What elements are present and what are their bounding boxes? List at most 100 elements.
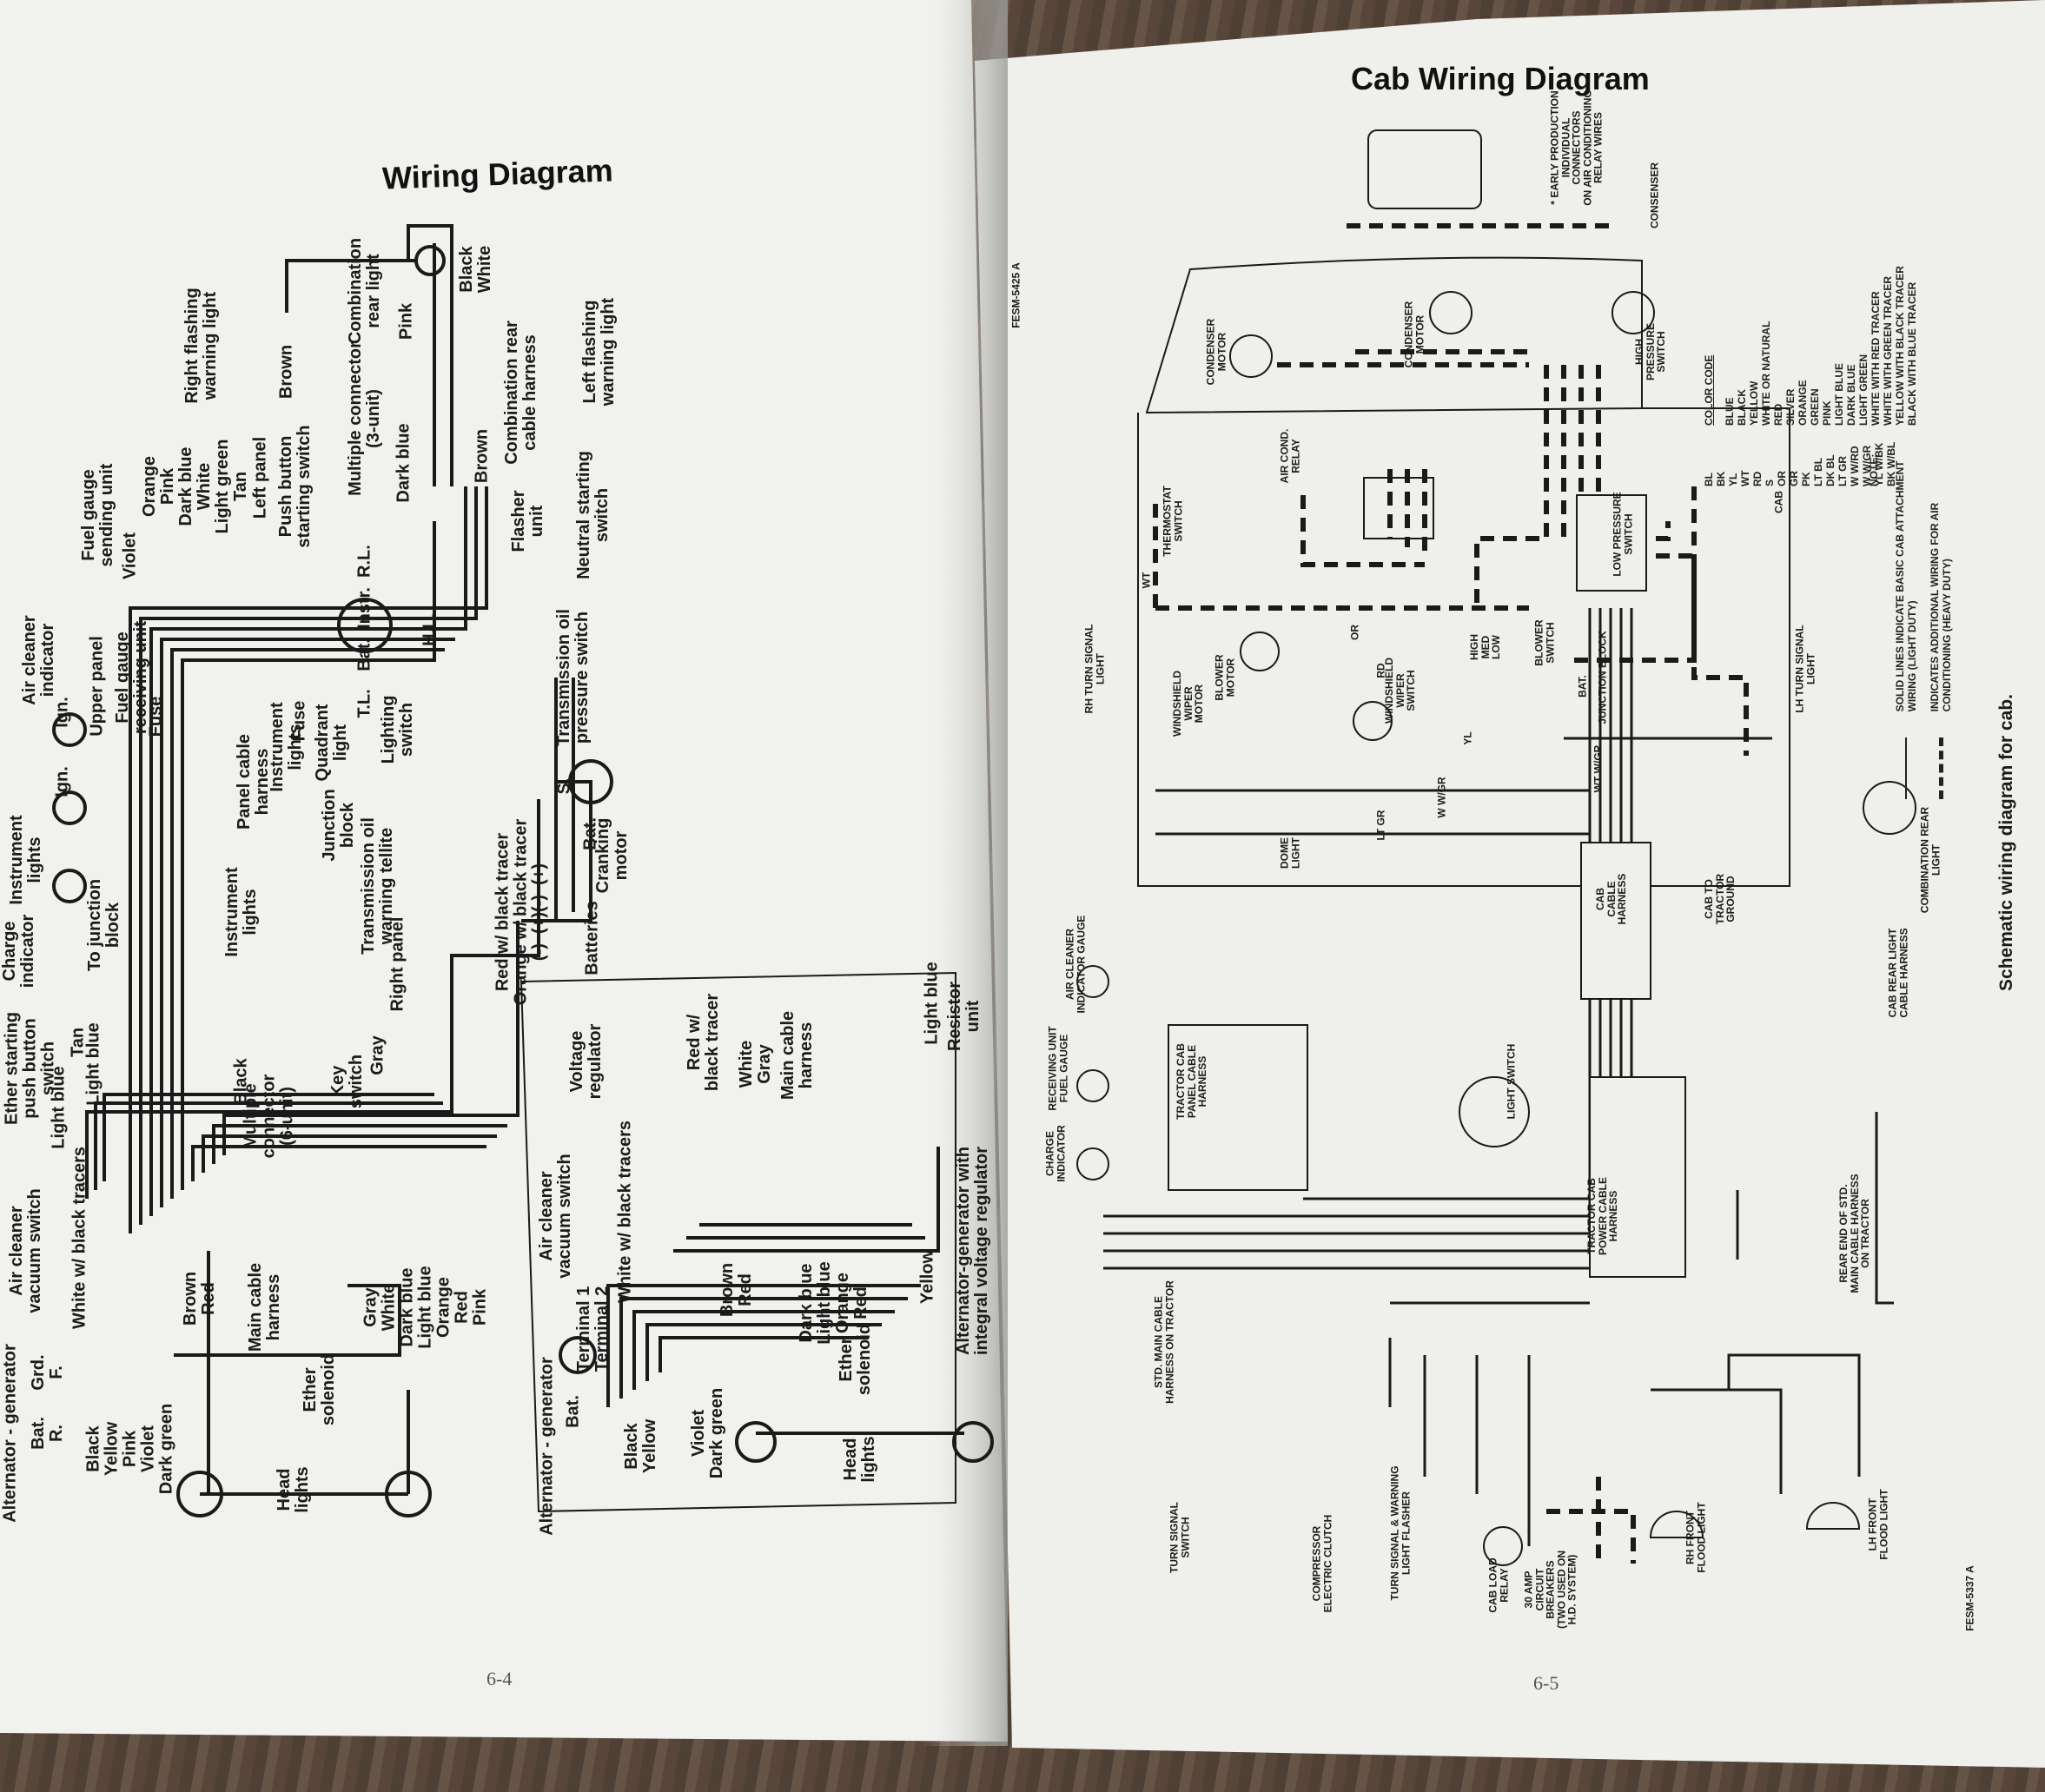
diagram-label: Red w/ black tracer Orange w/ black trac… bbox=[493, 818, 549, 1006]
diagram-label: LIGHT SWITCH bbox=[1505, 1043, 1518, 1120]
diagram-label: White w/ black tracers bbox=[69, 1146, 89, 1330]
diagram-label: Fuel gauge sending unit bbox=[79, 463, 116, 567]
diagram-label: Main cable harness bbox=[246, 1262, 283, 1352]
diagram-label: Black bbox=[231, 1058, 251, 1105]
color-code-names: BLUE BLACK YELLOW WHITE OR NATURAL RED S… bbox=[1724, 266, 1918, 426]
diagram-label: CAB CABLE HARNESS bbox=[1594, 873, 1629, 925]
diagram-label: Upper panel bbox=[87, 636, 107, 737]
color-name: WHITE WITH RED TRACER bbox=[1870, 291, 1882, 426]
diagram-label: Push button starting switch bbox=[276, 425, 314, 548]
diagram-label: COMPRESSOR ELECTRIC CLUTCH bbox=[1310, 1514, 1334, 1613]
right-figure-code: FESM-5337 A bbox=[1963, 1565, 1976, 1631]
diagram-label: Quadrant light bbox=[313, 704, 350, 782]
diagram-label: STD. MAIN CABLE HARNESS ON TRACTOR bbox=[1152, 1280, 1175, 1404]
diagram-label: Lighting switch bbox=[379, 695, 416, 764]
diagram-label: AIR COND. RELAY bbox=[1278, 428, 1301, 484]
diagram-label: Transmission oil pressure switch bbox=[554, 609, 592, 746]
diagram-label: Black White bbox=[457, 245, 494, 294]
color-abbr: W W/RD bbox=[1849, 446, 1861, 486]
left-page bbox=[0, 0, 1008, 1742]
color-name: SILVER bbox=[1784, 388, 1797, 426]
solid-line-sample bbox=[1905, 737, 1907, 799]
note-solid-lines: SOLID LINES INDICATE BASIC CAB ATTACHMEN… bbox=[1894, 460, 1918, 712]
diagram-label: Pink bbox=[396, 302, 416, 341]
diagram-label: RH TURN SIGNAL LIGHT bbox=[1082, 624, 1106, 714]
right-page-number: 6-5 bbox=[1533, 1672, 1559, 1694]
diagram-label: W W/GR bbox=[1435, 777, 1448, 818]
right-page bbox=[975, 0, 2045, 1768]
color-name: BLACK bbox=[1736, 389, 1748, 426]
color-name: RED bbox=[1772, 403, 1784, 426]
diagram-label: Alternator - generator bbox=[537, 1357, 557, 1536]
diagram-label: DOME LIGHT bbox=[1278, 837, 1301, 869]
color-name: YELLOW bbox=[1748, 380, 1760, 426]
diagram-label: Alternator-generator with integral volta… bbox=[954, 1146, 991, 1356]
diagram-label: White Gray bbox=[737, 1040, 774, 1088]
diagram-label: Cranking motor bbox=[593, 817, 631, 894]
diagram-label: Instrument lights bbox=[7, 815, 44, 905]
diagram-label: Junction block bbox=[320, 789, 357, 862]
diagram-label: Violet bbox=[120, 532, 140, 580]
diagram-label: Right panel bbox=[387, 916, 407, 1012]
diagram-label: Red w/ black tracer bbox=[685, 993, 722, 1092]
diagram-label: WINDSHIELD WIPER MOTOR bbox=[1171, 671, 1206, 737]
diagram-label: Neutral starting switch bbox=[574, 451, 612, 579]
color-name: BLUE bbox=[1724, 397, 1736, 426]
diagram-label: Air cleaner indicator bbox=[20, 615, 57, 705]
diagram-label: TRACTOR CAB PANEL CABLE HARNESS bbox=[1175, 1043, 1209, 1120]
diagram-label: Main cable harness bbox=[778, 1010, 816, 1101]
cab-outline bbox=[1137, 407, 1790, 887]
diagram-label: S. bbox=[554, 777, 574, 795]
color-name: LIGHT GREEN bbox=[1857, 354, 1870, 426]
diagram-label: Black Yellow Pink Violet Dark green bbox=[83, 1403, 176, 1495]
color-abbr: GR bbox=[1788, 471, 1800, 486]
diagram-label: Instrument lights bbox=[222, 867, 260, 957]
diagram-label: Ign. bbox=[52, 766, 72, 797]
diagram-label: Gray White Dark blue Light blue Orange R… bbox=[361, 1266, 490, 1349]
diagram-label: HIGH PRESSURE SWITCH bbox=[1633, 322, 1668, 381]
diagram-label: Ether solenoid bbox=[301, 1353, 338, 1426]
diagram-label: Bat. R. bbox=[29, 1417, 66, 1450]
color-abbr: BK bbox=[1715, 471, 1727, 486]
diagram-label: Dark blue bbox=[394, 423, 414, 503]
diagram-label: Ether solenoid bbox=[837, 1323, 874, 1396]
diagram-label: Yellow bbox=[917, 1249, 937, 1305]
diagram-label: LH FRONT FLOOD LIGHT bbox=[1866, 1489, 1889, 1560]
diagram-label: Left panel bbox=[250, 436, 270, 519]
note-dashed-lines: INDICATES ADDITIONAL WIRING FOR AIR COND… bbox=[1929, 502, 1953, 712]
color-name: WHITE OR NATURAL bbox=[1760, 321, 1772, 426]
gutter-shadow bbox=[921, 0, 1008, 1746]
color-abbr: LT GR bbox=[1837, 455, 1849, 486]
diagram-label: WT W/GR bbox=[1592, 744, 1605, 793]
diagram-label: Brown Red bbox=[181, 1271, 218, 1326]
diagram-label: Combination rear cable harness bbox=[502, 321, 539, 465]
color-code-legend: COLOR CODE BLUE BLACK YELLOW WHITE OR NA… bbox=[1703, 266, 1918, 426]
diagram-label: Left flashing warning light bbox=[580, 297, 618, 407]
diagram-label: H.L. bbox=[420, 613, 440, 646]
diagram-label: To junction block bbox=[85, 878, 122, 972]
color-abbr: PK bbox=[1800, 472, 1812, 486]
diagram-label: Voltage regulator bbox=[567, 1023, 605, 1100]
left-figure-code: FESM-5425 A bbox=[1009, 262, 1022, 328]
diagram-label: Light blue bbox=[49, 1066, 69, 1149]
diagram-label: Key switch bbox=[328, 1054, 366, 1109]
diagram-label: Violet Dark green bbox=[689, 1387, 726, 1479]
diagram-label: Light blue bbox=[922, 962, 942, 1045]
color-name: LIGHT BLUE bbox=[1833, 363, 1845, 426]
diagram-label: Multiple connector (3-unit) bbox=[346, 341, 383, 496]
diagram-label: Head lights bbox=[841, 1436, 878, 1483]
diagram-label: CONDENSER MOTOR bbox=[1402, 301, 1426, 368]
condenser-outline bbox=[1145, 256, 1643, 414]
diagram-label: Terminal 1 Terminal 2 bbox=[574, 1286, 612, 1372]
diagram-label: RECEIVING UNIT FUEL GAUGE bbox=[1046, 1026, 1069, 1111]
color-name: ORANGE bbox=[1797, 380, 1809, 426]
diagram-label: THERMOSTAT SWITCH bbox=[1161, 486, 1184, 557]
diagram-label: HIGH MED LOW bbox=[1468, 634, 1503, 660]
diagram-label: Air cleaner vacuum switch bbox=[537, 1154, 574, 1279]
diagram-label: WT bbox=[1140, 572, 1153, 589]
diagram-label: Air cleaner vacuum switch bbox=[7, 1188, 44, 1313]
color-abbr: OR bbox=[1776, 471, 1788, 486]
diagram-label: Grd. F. bbox=[29, 1354, 66, 1391]
diagram-label: TURN SIGNAL & WARNING LIGHT FLASHER bbox=[1388, 1465, 1412, 1601]
